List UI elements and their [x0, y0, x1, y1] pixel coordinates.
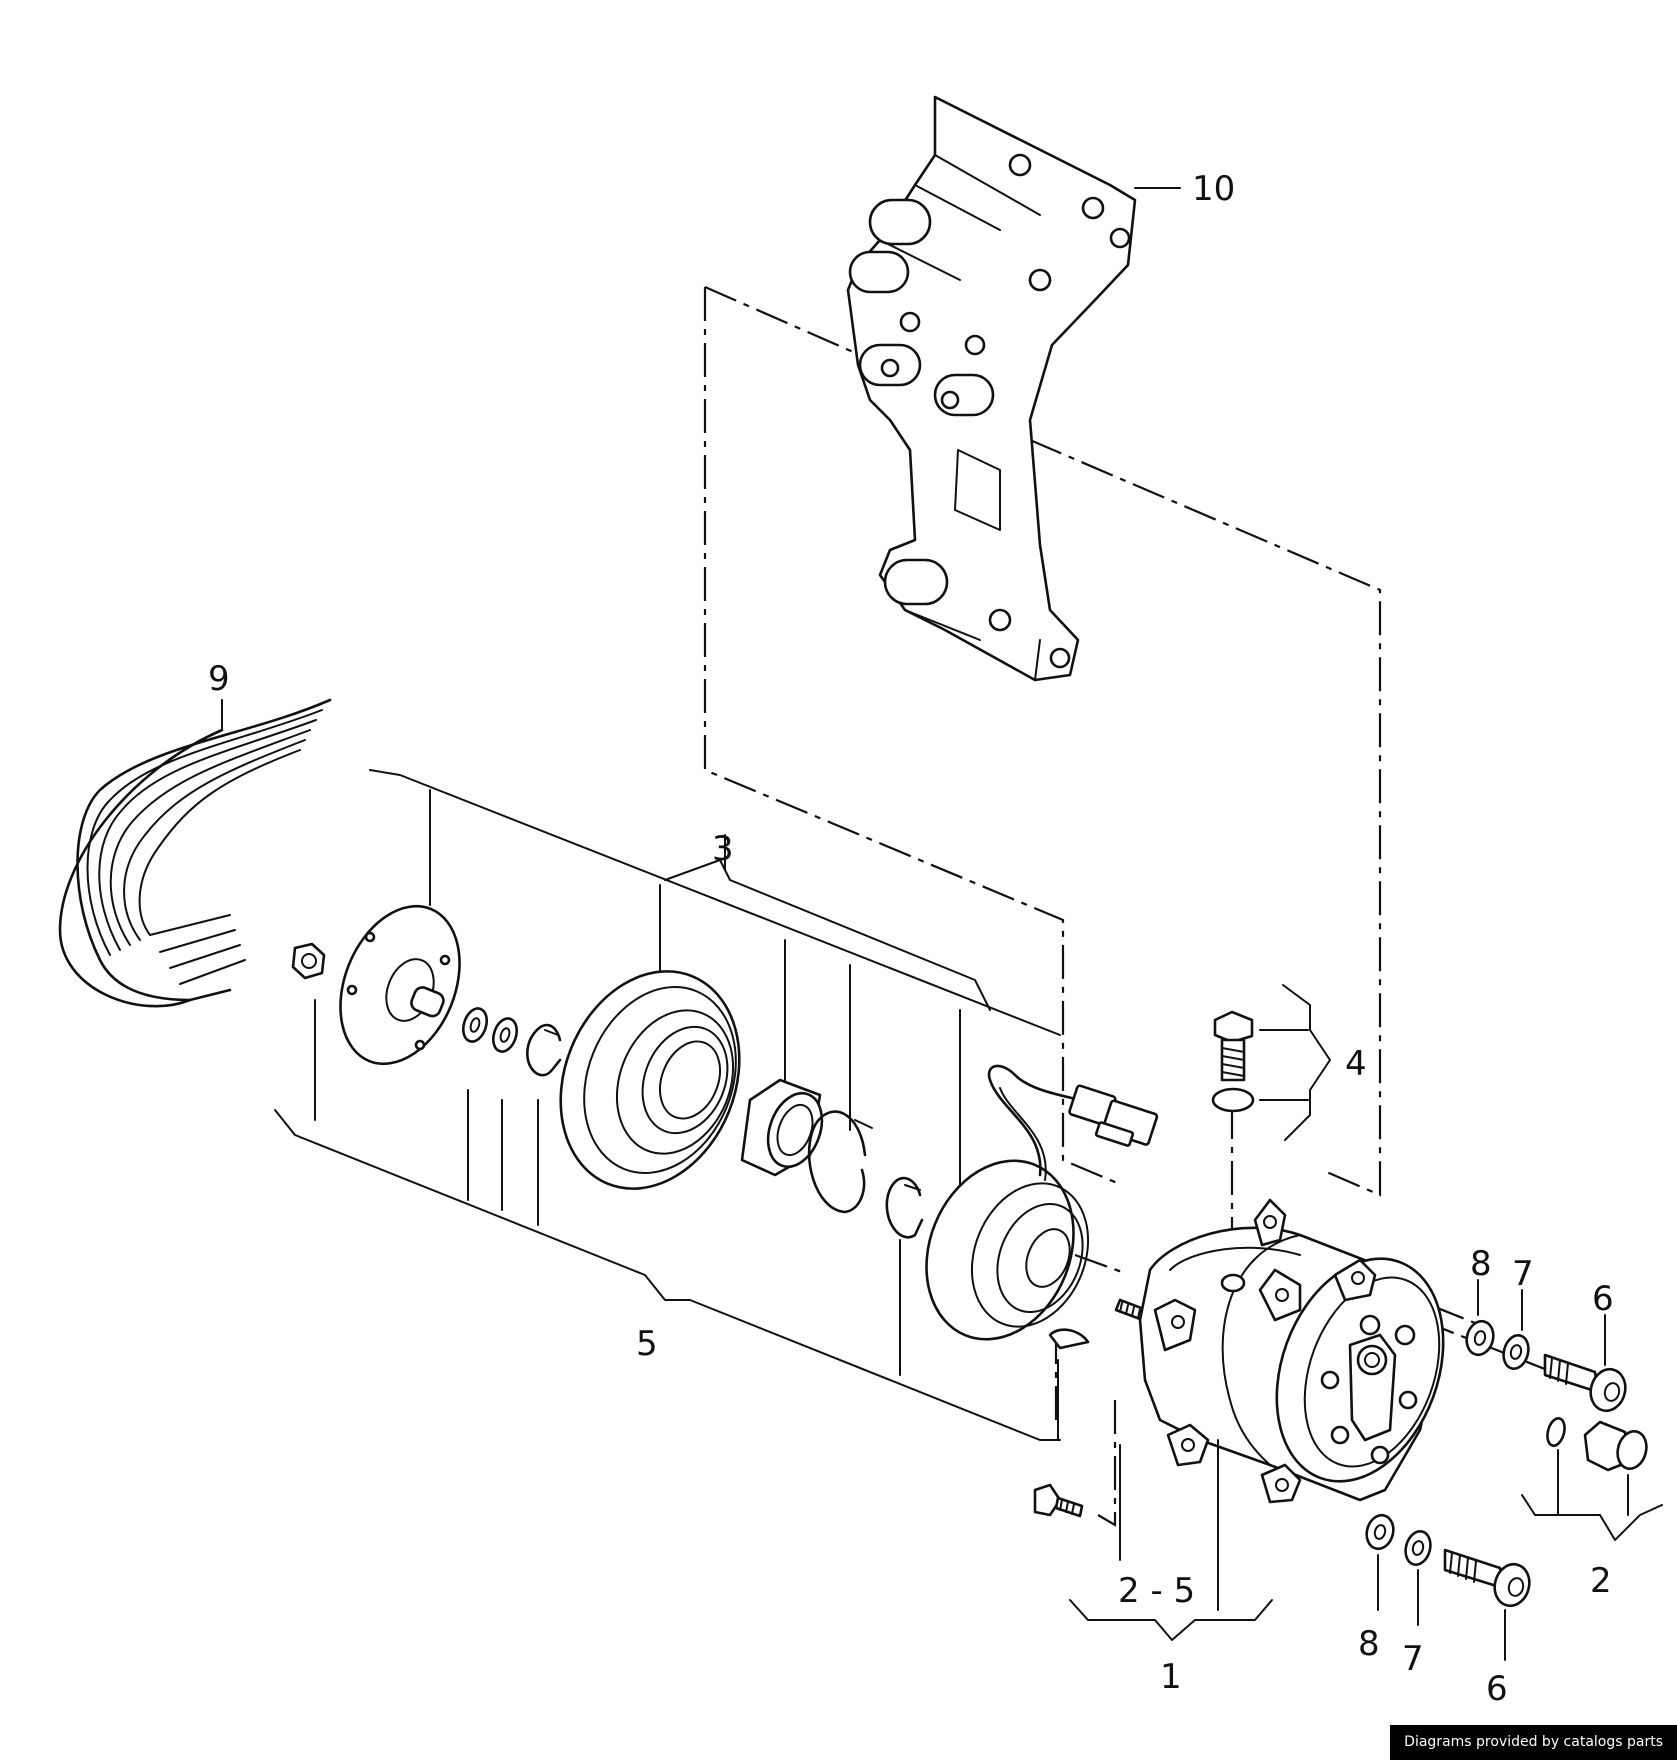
callout-1: 1	[1160, 1657, 1182, 1697]
pulley	[559, 970, 741, 1190]
assembly-lines	[703, 285, 1561, 1527]
magnetic-coil	[925, 1064, 1090, 1341]
screw-bottom-left	[1033, 1483, 1084, 1518]
bracket-lines-5	[274, 769, 1061, 1441]
circlip-mid	[885, 1176, 924, 1239]
callout-8-upper: 8	[1470, 1244, 1492, 1284]
compressor-part-1	[1138, 1198, 1445, 1504]
clutch-plate	[339, 904, 461, 1066]
bracket-lines-1	[1069, 1439, 1273, 1641]
callout-4: 4	[1345, 1044, 1367, 1084]
callout-6-upper: 6	[1592, 1279, 1614, 1319]
callout-9: 9	[208, 659, 230, 699]
v-belt-part-9	[58, 698, 332, 1008]
callout-6-lower: 6	[1486, 1669, 1508, 1709]
circlip-large	[807, 1110, 873, 1214]
callout-2: 2	[1590, 1561, 1612, 1601]
credit-banner: Diagrams provided by catalogs parts	[1390, 1725, 1677, 1760]
callout-10: 10	[1192, 169, 1235, 209]
bearing	[740, 1078, 824, 1177]
callout-5: 5	[636, 1324, 658, 1364]
shim-washers	[461, 1007, 519, 1053]
bracket-part-10	[846, 95, 1181, 682]
circlip-small	[526, 1023, 562, 1077]
bracket-lines-3	[664, 834, 991, 1011]
clutch-nut	[291, 942, 326, 980]
callout-2-5: 2 - 5	[1118, 1571, 1195, 1611]
callout-7-upper: 7	[1512, 1254, 1534, 1294]
callout-8-lower: 8	[1358, 1624, 1380, 1664]
callout-labels: 10 9 3 4 5 8 7 6 2 2 - 5 8 7 6 1	[208, 169, 1614, 1709]
fasteners-upper	[1465, 1279, 1627, 1413]
callout-3: 3	[712, 829, 734, 869]
coil-connector	[1068, 1084, 1159, 1147]
callout-7-lower: 7	[1402, 1639, 1424, 1679]
fasteners-lower	[1365, 1513, 1531, 1661]
bolt-part-4	[1211, 984, 1331, 1141]
fitting-part-2	[1521, 1417, 1663, 1541]
woodruff-key	[1048, 1328, 1090, 1350]
